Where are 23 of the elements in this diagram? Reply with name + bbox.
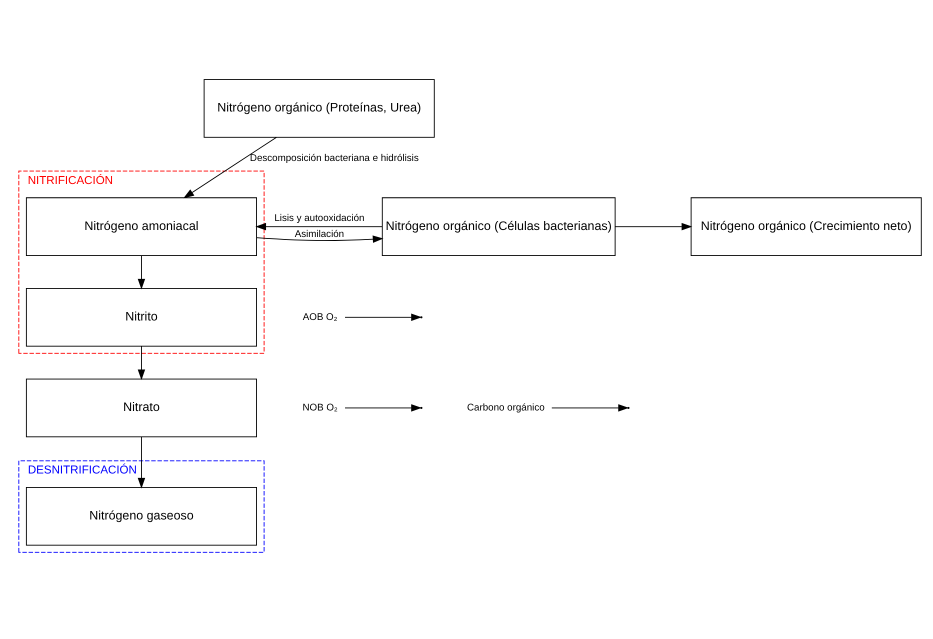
arrow: [344, 314, 422, 322]
node-text: NOB O₂: [302, 402, 338, 414]
node-box: Nitrato: [26, 378, 257, 438]
node-box: Nitrito: [26, 288, 257, 347]
node-box: Nitrógeno orgánico (Proteínas, Urea): [204, 79, 435, 138]
node-box: Nitrógeno gaseoso: [26, 487, 257, 546]
arrow: [138, 436, 146, 489]
arrow: [344, 404, 422, 412]
node-box: Nitrógeno amoniacal: [26, 197, 257, 256]
arrow: [614, 222, 692, 230]
edge-label: Asimilación: [294, 229, 344, 240]
arrow: [551, 404, 629, 412]
node-text: AOB O₂: [302, 312, 338, 323]
arrow: [256, 235, 384, 243]
node-box: Nitrógeno orgánico (Crecimiento neto): [690, 197, 922, 256]
arrow: [183, 136, 277, 198]
edge-label: Lisis y autooxidación: [274, 213, 364, 224]
node-box: Nitrógeno orgánico (Células bacterianas): [382, 197, 616, 256]
arrow: [138, 346, 146, 380]
edge-label: Descomposición bacteriana e hidrólisis: [250, 153, 419, 164]
node-text: Carbono orgánico: [467, 402, 545, 414]
arrow: [255, 222, 383, 230]
arrow: [138, 255, 146, 290]
